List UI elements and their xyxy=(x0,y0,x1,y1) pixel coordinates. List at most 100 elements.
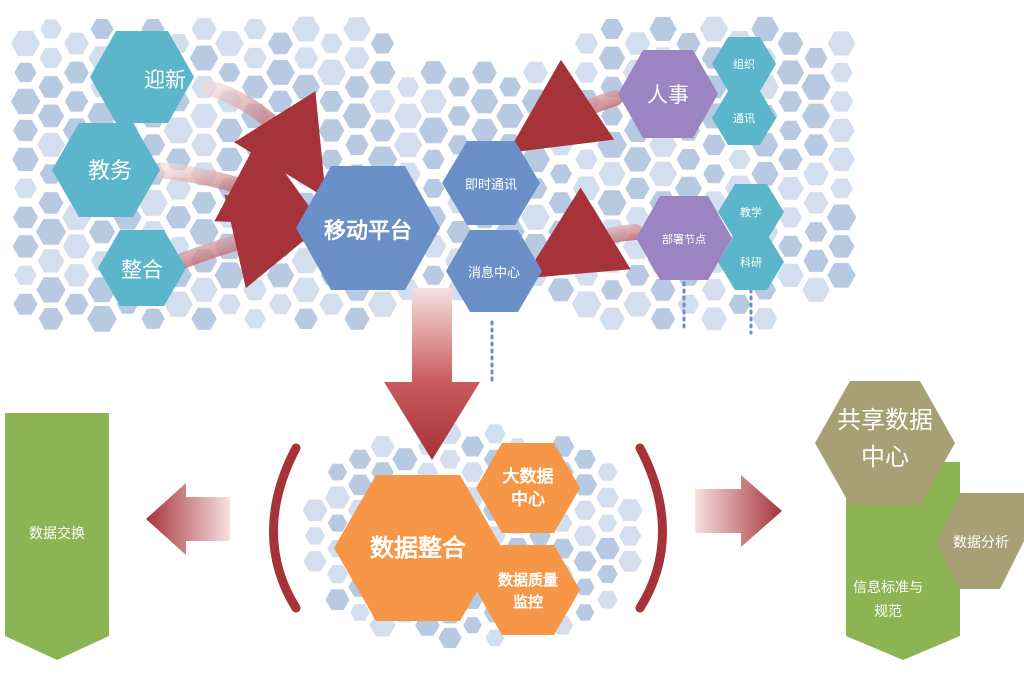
mesh-hexagon xyxy=(295,106,317,126)
mesh-hexagon xyxy=(499,77,521,97)
node-data-integration: 数据整合 xyxy=(334,475,502,621)
mesh-hexagon xyxy=(138,190,168,216)
mesh-hexagon xyxy=(325,589,350,611)
mesh-hexagon xyxy=(828,147,855,171)
mesh-hexagon xyxy=(778,235,803,257)
mesh-hexagon xyxy=(596,487,619,508)
bracket-right xyxy=(635,443,667,613)
mesh-hexagon xyxy=(38,192,64,214)
arrow-hr-to-messaging xyxy=(507,59,623,153)
mesh-hexagon xyxy=(574,33,599,54)
mesh-hexagon xyxy=(677,294,700,314)
node-integration: 整合 xyxy=(98,230,186,306)
label-message-center: 消息中心 xyxy=(468,265,520,281)
mesh-hexagon xyxy=(64,91,89,112)
node-mobile-platform: 移动平台 xyxy=(296,166,440,290)
mesh-hexagon xyxy=(572,474,598,496)
mesh-hexagon xyxy=(268,294,293,315)
mesh-hexagon xyxy=(828,118,855,142)
mesh-hexagon xyxy=(701,307,727,331)
arrow-left-to-data-exchange xyxy=(146,483,230,555)
mesh-hexagon xyxy=(548,220,574,243)
mesh-hexagon xyxy=(10,88,41,115)
node-welcome: 迎新 xyxy=(90,31,194,123)
mesh-hexagon xyxy=(344,307,370,330)
mesh-hexagon xyxy=(575,149,598,170)
mesh-hexagon xyxy=(777,263,804,287)
mesh-hexagon xyxy=(618,551,642,572)
mesh-hexagon xyxy=(574,62,599,83)
mesh-hexagon xyxy=(319,91,344,112)
label-data-exchange: 数据交换 xyxy=(29,525,85,542)
mesh-hexagon xyxy=(303,551,327,572)
mesh-hexagon xyxy=(826,204,857,231)
label-data-analysis: 数据分析 xyxy=(953,535,1009,551)
mesh-hexagon xyxy=(648,161,678,187)
mesh-hexagon xyxy=(392,448,418,471)
mesh-hexagon xyxy=(624,32,651,55)
mesh-hexagon xyxy=(393,103,423,129)
mesh-hexagon xyxy=(327,514,348,532)
node-quality-monitoring: 数据质量 监控 xyxy=(476,545,580,635)
mesh-hexagon xyxy=(470,89,499,114)
mesh-hexagon xyxy=(676,33,701,54)
mesh-hexagon xyxy=(701,279,727,301)
mesh-hexagon xyxy=(649,132,677,157)
node-hr-sub-2: 通讯 xyxy=(712,91,776,145)
banner-standards xyxy=(846,462,960,660)
hexagon-message-center xyxy=(446,230,542,312)
mesh-hexagon xyxy=(574,265,599,286)
node-dept-sub-1: 教学 xyxy=(718,184,784,240)
mesh-hexagon xyxy=(141,308,165,329)
mesh-hexagon xyxy=(574,449,596,469)
mesh-hexagon xyxy=(370,436,395,457)
mesh-hexagon xyxy=(803,162,829,186)
mesh-hexagon xyxy=(463,617,482,634)
mesh-hexagon xyxy=(472,61,497,84)
mesh-hexagon xyxy=(266,263,295,288)
mesh-hexagon xyxy=(305,527,325,545)
mesh-hexagon xyxy=(599,307,625,330)
mesh-hexagon xyxy=(600,280,624,300)
mesh-hexagon xyxy=(827,31,856,56)
mesh-hexagon xyxy=(327,463,348,481)
mesh-hexagon xyxy=(13,119,38,142)
mesh-hexagon xyxy=(90,19,114,39)
mesh-hexagon xyxy=(422,179,445,198)
banner-data-exchange xyxy=(5,413,109,660)
hexagon-department xyxy=(636,196,732,280)
mesh-hexagon xyxy=(367,291,398,317)
mesh-hexagon xyxy=(14,178,37,199)
mesh-hexagon xyxy=(598,249,626,273)
hexagon-integration xyxy=(98,230,186,306)
label-instant-messaging: 即时通讯 xyxy=(465,178,517,193)
arrow-integration-to-platform xyxy=(172,194,329,289)
mesh-hexagon xyxy=(777,177,804,200)
mesh-hexagon xyxy=(320,33,343,54)
mesh-hexagon xyxy=(37,133,65,157)
mesh-hexagon xyxy=(572,176,601,201)
mesh-hexagon xyxy=(36,277,66,303)
mesh-hexagon xyxy=(422,265,445,285)
mesh-hexagon xyxy=(396,77,420,97)
mesh-hexagon xyxy=(302,499,328,522)
mesh-hexagon xyxy=(218,63,241,82)
label-big-data-line1: 大数据 xyxy=(503,466,554,487)
hexagon-big-data-center xyxy=(476,443,580,533)
mesh-hexagon xyxy=(439,450,461,469)
mesh-hexagon xyxy=(62,234,91,259)
mesh-hexagon xyxy=(294,308,318,329)
mesh-hexagon xyxy=(13,293,38,315)
mesh-hexagon xyxy=(64,61,89,84)
mesh-hexagon xyxy=(369,90,396,113)
mesh-hexagon xyxy=(190,103,218,128)
arrow-right-to-shared-data xyxy=(695,475,782,547)
mesh-hexagon xyxy=(549,134,573,156)
mesh-hexagon xyxy=(597,463,618,481)
mesh-hexagon xyxy=(703,164,725,184)
label-quality-line2: 监控 xyxy=(513,593,543,611)
mesh-hexagon xyxy=(348,474,372,496)
mesh-hexagon xyxy=(420,61,447,84)
mesh-hexagon xyxy=(572,118,601,143)
mesh-hexagon xyxy=(549,77,573,97)
